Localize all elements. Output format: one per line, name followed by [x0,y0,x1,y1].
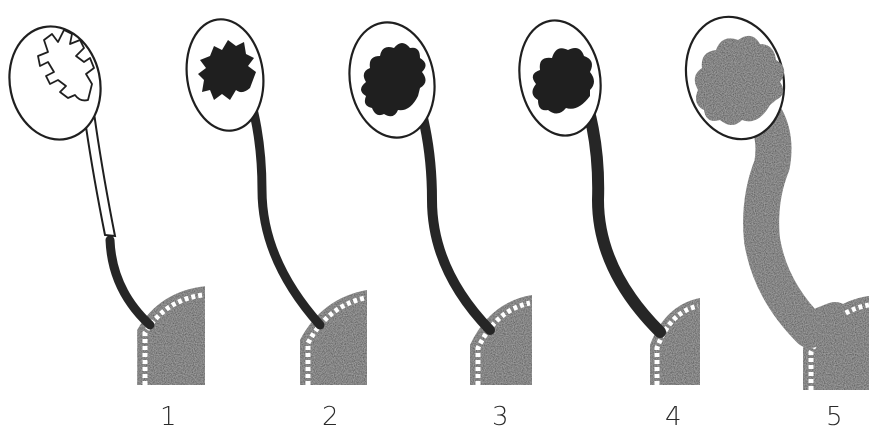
bladder-3 [470,295,532,385]
ureter-4 [582,88,660,332]
stage-3: 3 [341,16,532,432]
stage-label-4: 4 [665,402,682,432]
bladder-1 [138,287,205,385]
stage-label-5: 5 [826,402,843,432]
stage-label-2: 2 [322,402,339,432]
ureter-1 [110,240,150,325]
stage-4: 4 [511,14,700,432]
stage-label-1: 1 [160,402,177,432]
stage-1: 1 [0,18,205,432]
ureter-2 [245,82,320,325]
stage-2: 2 [180,14,367,432]
bladder-4 [650,298,700,385]
stage-label-3: 3 [492,402,509,432]
bladder-2 [300,290,367,385]
stage-5: 5 [673,6,869,432]
ureter-3 [415,90,490,330]
